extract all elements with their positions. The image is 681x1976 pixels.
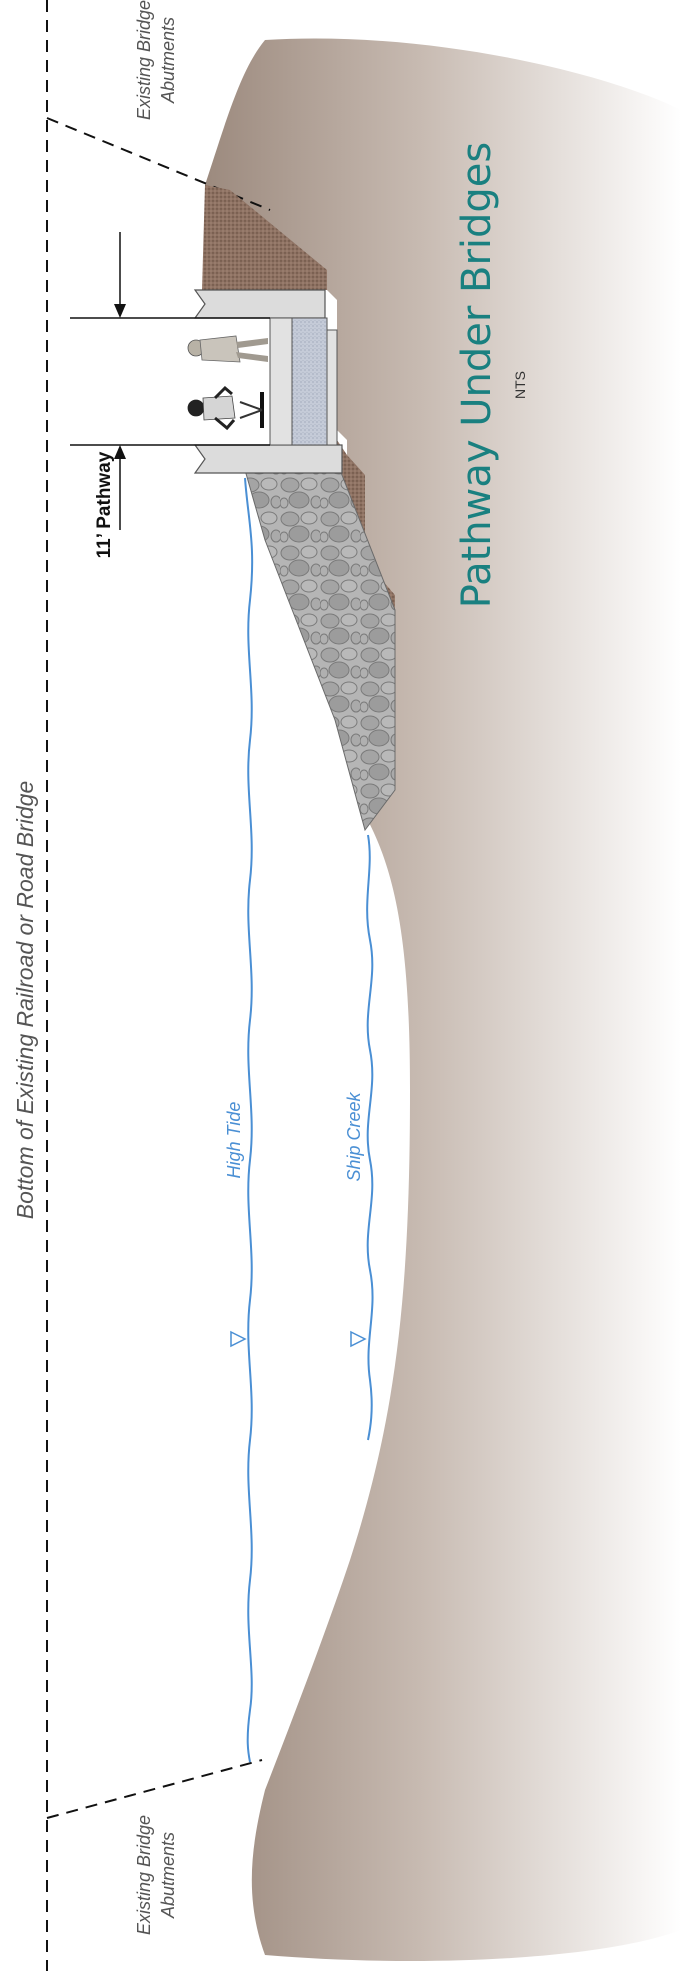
scale-note: NTS (512, 371, 528, 399)
ship-creek-water-line (366, 834, 374, 1441)
abutment-label-bottom: Existing Bridge Abutments (134, 1815, 178, 1935)
creek-level-marker-icon (350, 1330, 367, 1348)
soil-backfill-upper (202, 185, 327, 290)
concrete-wall-lower (193, 444, 343, 474)
concrete-wall-upper (193, 289, 326, 319)
riprap-slope (244, 469, 396, 832)
pathway-label: 11’ Pathway (94, 451, 115, 558)
diagram-title: Pathway Under Bridges (454, 142, 500, 609)
cyclist-figure (187, 385, 264, 431)
abutment-bottom-line (46, 1759, 263, 1819)
bridge-bottom-label: Bottom of Existing Railroad or Road Brid… (12, 781, 38, 1220)
abutment-label-top-line2: Abutments (158, 17, 178, 104)
high-tide-label: High Tide (224, 1102, 244, 1179)
pedestrian-figure (187, 335, 268, 363)
pathway-surface (291, 317, 328, 446)
abutment-label-bottom-line2: Abutments (158, 1832, 178, 1919)
ship-creek-label: Ship Creek (344, 1091, 364, 1181)
abutment-label-top-line1: Existing Bridge (134, 0, 154, 120)
pathway-edge (326, 329, 338, 446)
high-tide-water-line (244, 477, 254, 1763)
earth-embankment (205, 38, 681, 1962)
abutment-label-bottom-line1: Existing Bridge (134, 1815, 154, 1935)
abutment-label-top: Existing Bridge Abutments (134, 0, 178, 120)
concrete-slab (269, 317, 293, 446)
high-tide-marker-icon (230, 1330, 247, 1348)
pathway-dimension (70, 232, 270, 530)
